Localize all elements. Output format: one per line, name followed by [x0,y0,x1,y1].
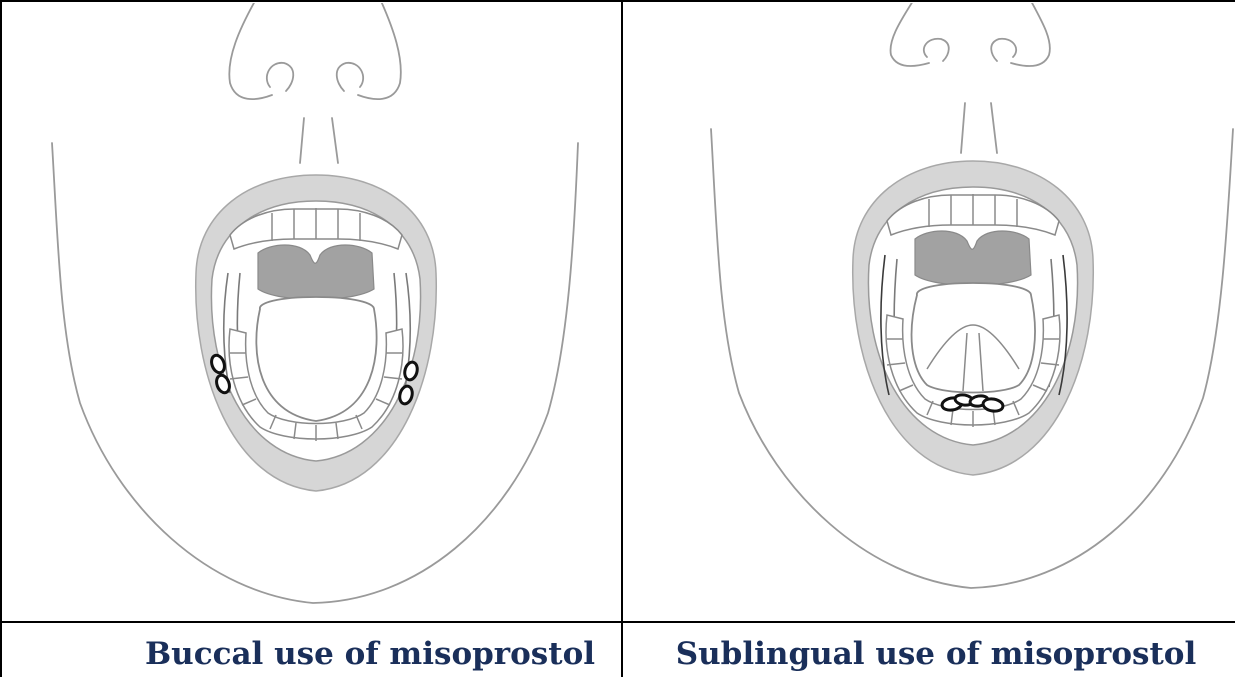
sublingual-illustration [623,3,1235,621]
buccal-face-drawing [8,3,620,621]
table-border-top [0,0,1235,2]
sublingual-caption: Sublingual use of misoprostol [656,632,1216,677]
nose [229,3,401,163]
buccal-caption: Buccal use of misoprostol [120,632,620,677]
sublingual-face-drawing [623,3,1235,621]
table-border-left [0,0,2,677]
buccal-illustration [8,3,620,621]
nose [891,3,1050,153]
tongue-raised [912,283,1035,393]
table-border-row [0,621,1235,623]
